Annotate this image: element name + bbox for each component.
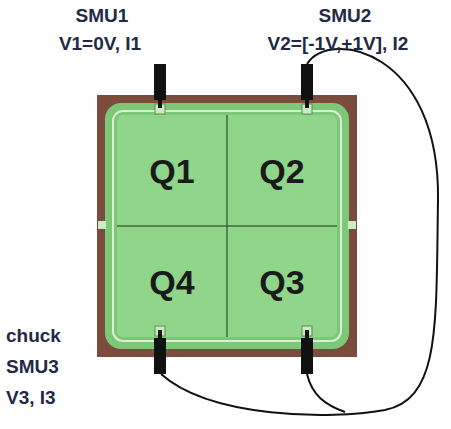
probe-tip <box>305 98 309 108</box>
terminal-label: SMU3 <box>6 357 59 378</box>
wire <box>307 374 345 412</box>
terminal-label: V1=0V, I1 <box>59 34 141 55</box>
probe <box>301 338 313 374</box>
ring-edge <box>113 111 341 341</box>
probe-tip <box>158 98 162 108</box>
pad <box>348 221 356 229</box>
quadrant-label: Q2 <box>259 154 304 188</box>
quadrant-label: Q1 <box>149 154 194 188</box>
wire <box>161 49 438 415</box>
guard-ring <box>105 103 349 349</box>
quadrant: Q1 <box>118 116 226 225</box>
quadrant-label: Q3 <box>259 265 304 299</box>
probe <box>301 64 313 100</box>
probe <box>154 338 166 374</box>
quadrant: Q3 <box>228 227 336 336</box>
terminal-label: SMU2 <box>319 6 372 27</box>
terminal-label: V3, I3 <box>6 388 56 409</box>
substrate <box>97 95 357 357</box>
quadrant: Q4 <box>118 227 226 336</box>
divider <box>117 225 337 227</box>
terminal-label: chuck <box>6 326 61 347</box>
probe <box>154 64 166 100</box>
probe-tip <box>305 330 309 340</box>
active-area <box>117 115 337 337</box>
terminal-label: V2=[-1V,+1V], I2 <box>268 34 409 55</box>
quadrant-label: Q4 <box>149 265 194 299</box>
probe-tip <box>158 330 162 340</box>
pad <box>98 221 106 229</box>
quadrant: Q2 <box>228 116 336 225</box>
terminal-label: SMU1 <box>76 6 129 27</box>
